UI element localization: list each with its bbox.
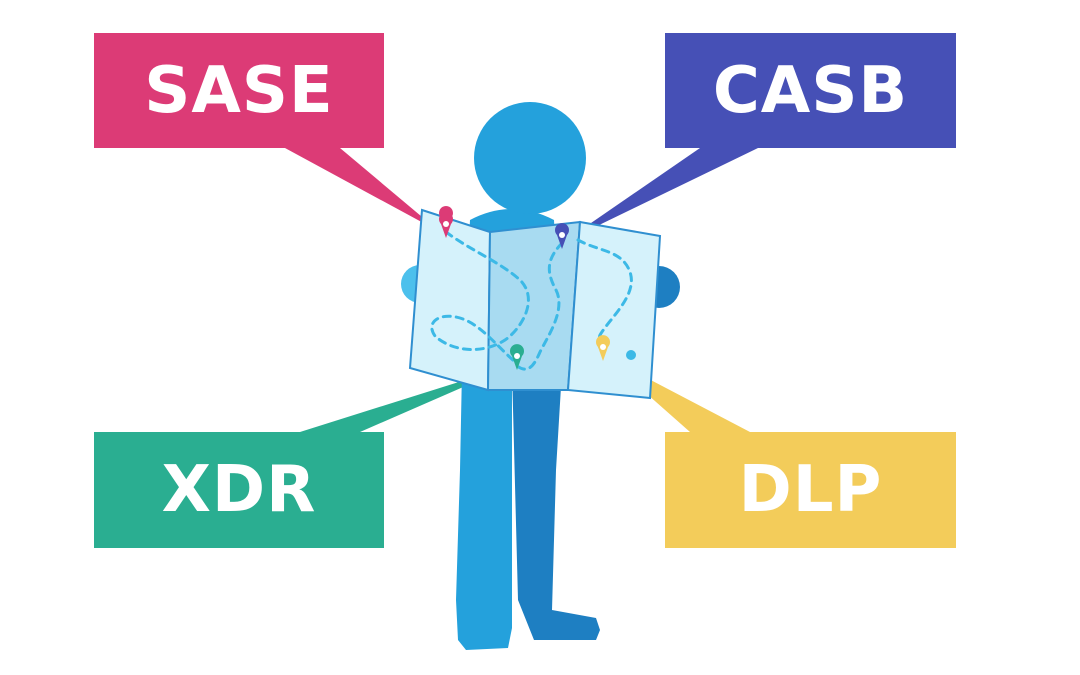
right-leg — [512, 370, 600, 640]
map-pin-icon — [439, 206, 454, 238]
casb-label: CASB — [712, 53, 909, 128]
xdr-label: XDR — [161, 453, 317, 527]
map-pin-icon — [596, 335, 610, 361]
dlp-label-box: DLP — [665, 432, 956, 548]
sase-callout-tail — [285, 148, 440, 232]
map-pin-icon — [555, 223, 569, 249]
left-leg — [456, 370, 512, 650]
map-dot — [626, 350, 636, 360]
casb-label-box: CASB — [665, 33, 956, 148]
map-right-panel — [566, 220, 662, 400]
map-left-panel — [408, 208, 492, 392]
sase-label: SASE — [144, 53, 334, 128]
xdr-label-box: XDR — [94, 432, 384, 548]
head — [474, 102, 586, 214]
casb-callout-tail — [562, 148, 758, 243]
map-route — [430, 230, 530, 364]
map-pin-icon — [510, 344, 524, 370]
sase-label-box: SASE — [94, 33, 384, 148]
map-route — [515, 241, 564, 371]
dlp-label: DLP — [738, 453, 883, 527]
